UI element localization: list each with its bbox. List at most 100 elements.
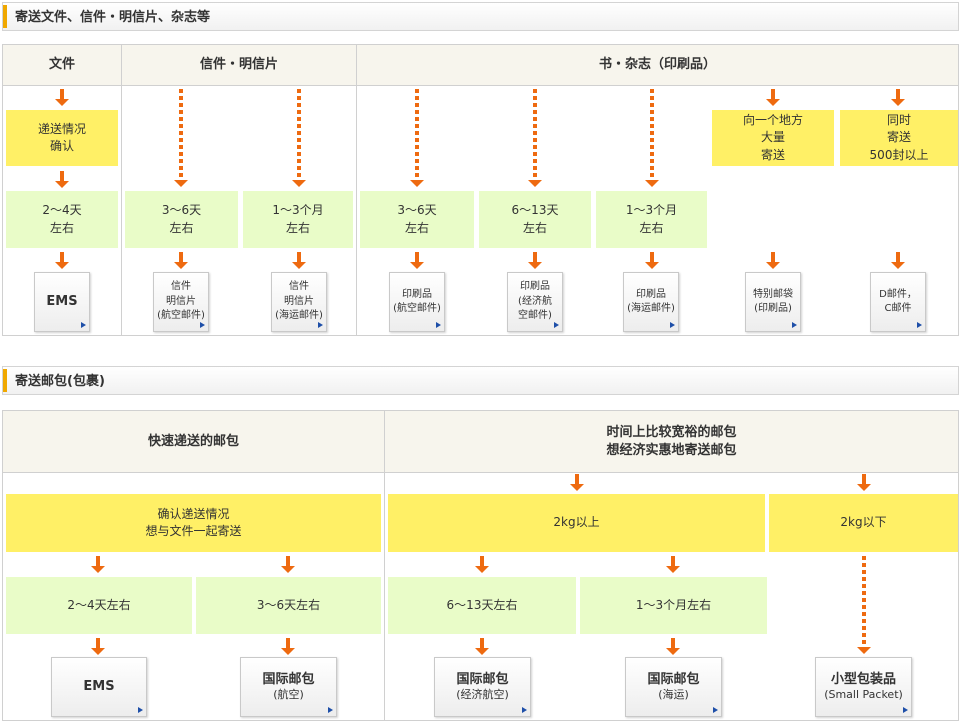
service-button-label: 信件 明信片 (航空邮件)	[157, 281, 205, 322]
service-button-dc-mail[interactable]: D邮件， C邮件	[870, 272, 926, 332]
service-button-label: 印刷品 (航空邮件)	[393, 288, 441, 315]
service-button-main-label: 国际邮包	[647, 671, 700, 687]
divider	[356, 45, 357, 335]
arrow-down-icon	[55, 89, 69, 106]
arrow-down-icon	[857, 474, 871, 491]
delivery-time-box: 2～4天 左右	[6, 191, 118, 248]
condition-box-tracking: 递送情况 确认	[6, 110, 118, 166]
service-button-printed-sea[interactable]: 印刷品 (海运邮件)	[623, 272, 679, 332]
arrow-down-icon	[645, 252, 659, 269]
column-header-economy: 时间上比较宽裕的邮包 想经济实惠地寄送邮包	[606, 424, 737, 458]
service-button-parcel-air[interactable]: 国际邮包(航空)	[240, 657, 337, 717]
service-button-label: D邮件， C邮件	[879, 288, 917, 315]
arrow-down-icon	[666, 638, 680, 655]
service-button-label: 国际邮包(经济航空)	[456, 671, 509, 703]
mail-flowchart: 文件 信件・明信片 书・杂志（印刷品）	[2, 44, 959, 336]
arrow-down-icon	[475, 556, 489, 573]
service-button-label: 国际邮包(航空)	[262, 671, 314, 703]
link-marker-icon	[554, 322, 559, 328]
arrow-down-icon	[891, 252, 905, 269]
link-marker-icon	[670, 322, 675, 328]
link-marker-icon	[138, 707, 143, 713]
arrow-down-dotted-icon	[410, 89, 424, 187]
link-marker-icon	[328, 707, 333, 713]
delivery-time-box: 3～6天 左右	[360, 191, 474, 248]
link-marker-icon	[81, 322, 86, 328]
arrow-down-icon	[55, 252, 69, 269]
column-header-fast: 快速递送的邮包	[147, 433, 239, 449]
delivery-time-box: 3～6天左右	[196, 577, 381, 634]
service-button-sub-label: (航空)	[273, 688, 304, 702]
column-header-docs: 文件	[48, 57, 75, 73]
service-button-label: 印刷品 (经济航 空邮件)	[518, 281, 552, 322]
delivery-time-box: 1～3个月 左右	[596, 191, 707, 248]
service-button-parcel-sea[interactable]: 国际邮包(海运)	[625, 657, 722, 717]
link-marker-icon	[436, 322, 441, 328]
service-button-letter-sea[interactable]: 信件 明信片 (海运邮件)	[271, 272, 327, 332]
link-marker-icon	[917, 322, 922, 328]
service-button-ems[interactable]: EMS	[34, 272, 90, 332]
service-button-letter-air[interactable]: 信件 明信片 (航空邮件)	[153, 272, 209, 332]
link-marker-icon	[792, 322, 797, 328]
section-title-mail: 寄送文件、信件・明信片、杂志等	[15, 10, 211, 25]
service-button-sub-label: (海运)	[658, 688, 689, 702]
arrow-down-icon	[281, 556, 295, 573]
service-button-label: EMS	[46, 294, 78, 310]
section-header-parcel: 寄送邮包(包裹)	[2, 366, 959, 395]
service-button-main-label: 国际邮包	[456, 671, 509, 687]
service-button-label: 特别邮袋 (印刷品)	[753, 288, 793, 315]
arrow-down-icon	[55, 171, 69, 188]
delivery-time-box: 3～6天 左右	[125, 191, 238, 248]
arrow-down-dotted-icon	[645, 89, 659, 187]
delivery-time-box: 1～3个月左右	[580, 577, 767, 634]
service-button-printed-economy[interactable]: 印刷品 (经济航 空邮件)	[507, 272, 563, 332]
service-button-label: EMS	[83, 679, 115, 695]
service-button-sub-label: (经济航空)	[456, 688, 509, 702]
section-title-parcel: 寄送邮包(包裹)	[15, 374, 105, 389]
arrow-down-icon	[766, 252, 780, 269]
service-button-special-bag[interactable]: 特别邮袋 (印刷品)	[745, 272, 801, 332]
arrow-down-dotted-icon	[857, 556, 871, 654]
column-header-letters: 信件・明信片	[199, 57, 278, 73]
section-header-mail: 寄送文件、信件・明信片、杂志等	[2, 2, 959, 31]
arrow-down-icon	[475, 638, 489, 655]
parcel-header-row	[3, 411, 958, 473]
arrow-down-icon	[570, 474, 584, 491]
arrow-down-icon	[91, 638, 105, 655]
section-header-accent	[3, 369, 7, 392]
service-button-label: 信件 明信片 (海运邮件)	[275, 281, 323, 322]
link-marker-icon	[200, 322, 205, 328]
condition-box-bulk: 向一个地方 大量 寄送	[712, 110, 834, 166]
arrow-down-icon	[666, 556, 680, 573]
service-button-small-packet[interactable]: 小型包装品(Small Packet)	[815, 657, 912, 717]
link-marker-icon	[318, 322, 323, 328]
arrow-down-icon	[91, 556, 105, 573]
section-header-accent	[3, 5, 7, 28]
condition-box-tracking: 确认递送情况 想与文件一起寄送	[6, 494, 381, 552]
link-marker-icon	[713, 707, 718, 713]
divider	[384, 411, 385, 720]
mail-header-row	[3, 45, 958, 86]
service-button-label: 印刷品 (海运邮件)	[627, 288, 675, 315]
arrow-down-icon	[891, 89, 905, 106]
service-button-main-label: 国际邮包	[262, 671, 315, 687]
delivery-time-box: 6～13天 左右	[479, 191, 591, 248]
arrow-down-icon	[766, 89, 780, 106]
service-button-main-label: 小型包装品	[830, 671, 896, 687]
link-marker-icon	[903, 707, 908, 713]
service-button-sub-label: (Small Packet)	[824, 688, 903, 702]
condition-box-over-2kg: 2kg以上	[388, 494, 765, 552]
delivery-time-box: 2～4天左右	[6, 577, 192, 634]
arrow-down-dotted-icon	[174, 89, 188, 187]
arrow-down-dotted-icon	[292, 89, 306, 187]
delivery-time-box: 1～3个月 左右	[243, 191, 353, 248]
service-button-printed-air[interactable]: 印刷品 (航空邮件)	[389, 272, 445, 332]
service-button-parcel-ems[interactable]: EMS	[51, 657, 147, 717]
arrow-down-icon	[174, 252, 188, 269]
divider	[121, 45, 122, 335]
arrow-down-icon	[292, 252, 306, 269]
delivery-time-box: 6～13天左右	[388, 577, 576, 634]
arrow-down-icon	[410, 252, 424, 269]
service-button-parcel-economy[interactable]: 国际邮包(经济航空)	[434, 657, 531, 717]
column-header-printed: 书・杂志（印刷品）	[598, 57, 716, 73]
